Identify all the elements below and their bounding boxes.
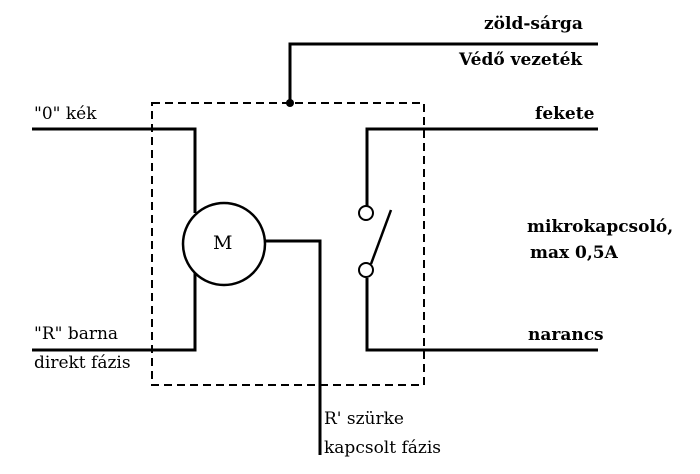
motor-symbol xyxy=(181,201,267,287)
switched-phase-wire xyxy=(265,239,322,455)
orange-wire-label: narancs xyxy=(528,325,604,345)
switch-contact-bottom xyxy=(358,262,374,278)
neutral-label: "0" kék xyxy=(34,104,97,124)
black-wire xyxy=(365,127,598,206)
ground-name-label: Védő vezeték xyxy=(459,50,583,70)
phase-wire xyxy=(32,265,197,352)
black-wire-label: fekete xyxy=(535,104,595,124)
switch-rating-label: max 0,5A xyxy=(530,243,618,263)
switch-contact-top xyxy=(358,205,374,221)
motor-label: M xyxy=(213,232,233,254)
phase-note-label: direkt fázis xyxy=(34,353,131,373)
switch-lever xyxy=(369,209,393,265)
phase-label: "R" barna xyxy=(34,324,119,344)
switched-name-label: kapcsolt fázis xyxy=(324,438,442,458)
ground-color-label: zöld-sárga xyxy=(484,14,583,34)
orange-wire xyxy=(365,278,598,352)
ground-wire xyxy=(288,42,598,103)
switch-name-label: mikrokapcsoló, xyxy=(527,217,674,237)
ground-junction xyxy=(286,99,294,107)
switched-color-label: R' szürke xyxy=(324,409,404,429)
neutral-wire xyxy=(32,127,197,213)
